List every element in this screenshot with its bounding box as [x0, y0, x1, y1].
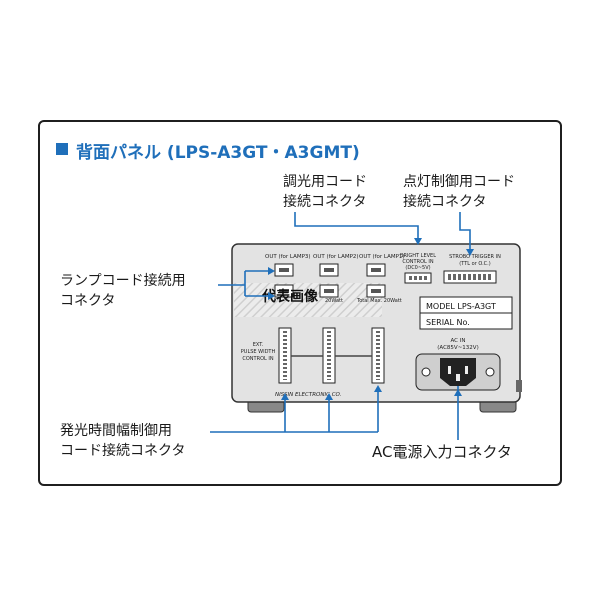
ac-inlet — [415, 353, 501, 391]
callout-lamp-line2: コネクタ — [60, 293, 116, 309]
brand-name: NISSIN ELECTRONIC CO. — [275, 392, 342, 398]
figure-title: 背面パネル (LPS-A3GT・A3GMT) — [76, 143, 360, 163]
callout-lamp-line1: ランプコード接続用 — [60, 273, 186, 289]
ext-pulse-label-3: CONTROL IN — [242, 356, 273, 362]
output-label-lamp2: OUT (for LAMP2) — [313, 254, 359, 260]
bright-level-label-1: BRIGHT LEVEL — [400, 253, 436, 259]
callout-brightness-connector: 調光用コード 接続コネクタ — [283, 172, 367, 212]
watt-left-label: 20Watt — [325, 298, 343, 304]
watt-right-label: Total Max. 20Watt — [356, 298, 402, 304]
output-label-lamp3: OUT (for LAMP3) — [265, 254, 311, 260]
ext-pulse-label-2: PULSE WIDTH — [241, 349, 276, 355]
bright-level-label-3: (DC0~5V) — [405, 265, 430, 271]
ext-pulse-label-1: EXT. — [253, 342, 264, 348]
callout-lighting-line1: 点灯制御用コード — [403, 174, 515, 190]
ac-in-label: AC IN — [451, 338, 466, 344]
title-bullet — [56, 143, 68, 155]
callout-ac-power-connector: AC電源入力コネクタ — [372, 443, 512, 461]
strobo-pins — [448, 274, 491, 280]
callout-lines — [210, 212, 471, 440]
strobo-trigger-label-1: STROBO TRIGGER IN — [449, 254, 501, 260]
pulse-width-connectors — [278, 327, 385, 384]
strobo-trigger-label-2: (TTL or O.C.) — [459, 261, 490, 267]
callout-lighting-line2: 接続コネクタ — [403, 194, 487, 210]
representative-image-label: 代表画像 — [261, 288, 319, 305]
bright-level-connector — [404, 272, 432, 284]
model-number: MODEL LPS-A3GT — [426, 302, 496, 311]
output-label-lamp1: OUT (for LAMP1) — [359, 254, 405, 260]
bright-pins — [409, 276, 427, 280]
hatched-area — [234, 283, 382, 317]
callout-pulse-line1: 発光時間幅制御用 — [60, 423, 172, 439]
output-connectors — [274, 263, 386, 298]
callout-arrows — [268, 238, 474, 400]
bright-level-label-2: CONTROL IN — [402, 259, 433, 265]
callout-brightness-line2: 接続コネクタ — [283, 194, 367, 210]
callout-brightness-line1: 調光用コード — [283, 174, 367, 190]
callout-pulse-line2: コード接続コネクタ — [60, 443, 186, 459]
callout-pulse-width-connector: 発光時間幅制御用 コード接続コネクタ — [60, 421, 185, 461]
callout-lamp-cord-connector: ランプコード接続用 コネクタ — [60, 271, 186, 311]
ac-voltage-label: (AC85V~132V) — [437, 345, 478, 351]
panel-tab — [516, 380, 522, 392]
callout-lighting-control-connector: 点灯制御用コード 接続コネクタ — [403, 172, 515, 212]
serial-number: SERIAL No. — [426, 318, 470, 327]
